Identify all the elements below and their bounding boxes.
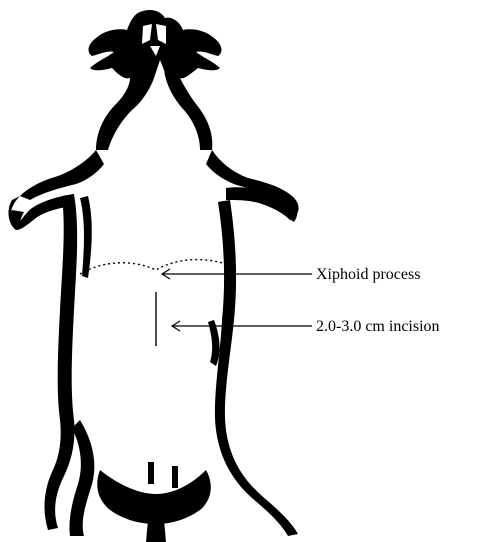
left-torso-edge bbox=[45, 194, 78, 530]
pelvis-base bbox=[97, 470, 211, 524]
incision-leader bbox=[172, 321, 312, 331]
left-torso-inner-edge bbox=[80, 196, 92, 278]
head-outline bbox=[89, 10, 222, 150]
genital-mark-right bbox=[172, 466, 178, 488]
incision-label: 2.0-3.0 cm incision bbox=[316, 318, 440, 335]
xiphoid-dotted-line bbox=[80, 260, 232, 274]
genital-mark-left bbox=[148, 462, 154, 484]
animal-silhouette bbox=[9, 10, 299, 542]
xiphoid-leader bbox=[162, 269, 312, 279]
right-torso-inner-mark bbox=[208, 320, 220, 366]
right-torso-edge bbox=[215, 200, 298, 536]
left-shoulder bbox=[20, 150, 104, 200]
xiphoid-label: Xiphoid process bbox=[316, 266, 420, 283]
tail bbox=[146, 520, 166, 542]
